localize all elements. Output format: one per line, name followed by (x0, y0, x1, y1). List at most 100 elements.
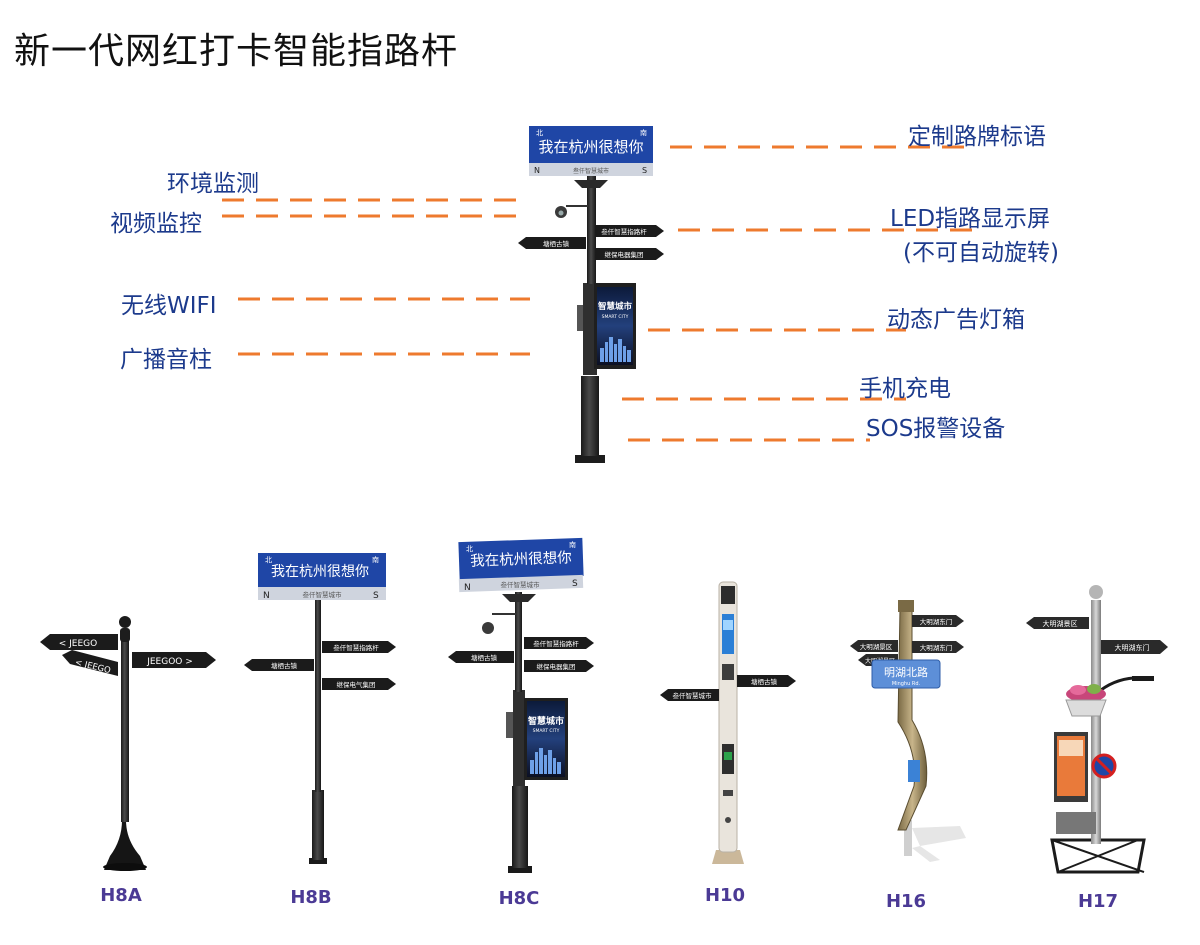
main-pole-lower (581, 376, 599, 456)
h8c-camera-icon (482, 613, 516, 634)
main-arrow-sign-2: 塘栖古镇 (518, 237, 586, 249)
h17-finial (1089, 585, 1103, 599)
h16-arrow-3: 大明湖东门 (912, 641, 964, 653)
main-ad-skyline (600, 337, 631, 362)
main-top-sign-strip (529, 163, 653, 176)
main-pole-base (575, 455, 605, 463)
svg-text:北: 北 (265, 556, 272, 564)
h17-arrow-2: 大明湖东门 (1101, 640, 1168, 654)
main-sign-south-mark: 南 (640, 128, 647, 137)
h8b-arrow-3: 继保电气集团 (322, 678, 396, 690)
h8c-pole-upper (515, 592, 522, 692)
main-pole: 我在杭州很想你 北 南 N S 叁仟智慧城市 叁仟智慧指路杆 塘栖古镇 继保电器… (518, 126, 664, 463)
svg-text:大明湖景区: 大明湖景区 (1043, 619, 1078, 628)
h8c-arrow-3: 继保电器集团 (524, 660, 594, 672)
label-led-note: (不可自动旋转) (903, 240, 1059, 266)
model-label-h17: H17 (1077, 891, 1119, 912)
svg-text:塘栖古镇: 塘栖古镇 (471, 653, 498, 662)
h16-arrow-1: 大明湖东门 (912, 615, 964, 627)
svg-text:继保电器集团: 继保电器集团 (537, 662, 576, 671)
model-h16-illustration: 大明湖东门 大明湖景区 大明湖东门 大明湖景区 明湖北路 Minghu Rd. (850, 600, 966, 862)
svg-text:N: N (464, 583, 471, 593)
h17-pole (1091, 600, 1101, 844)
h8a-arrow-3: JEEGOO > (132, 652, 216, 668)
h10-arrow-1: 叁仟智慧城市 (660, 689, 719, 701)
model-label-h16: H16 (885, 891, 927, 912)
svg-text:叁仟智慧城市: 叁仟智慧城市 (303, 590, 343, 599)
svg-text:S: S (373, 591, 379, 601)
svg-text:北: 北 (466, 545, 473, 553)
model-label-h8b: H8B (290, 887, 332, 908)
svg-text:智慧城市: 智慧城市 (528, 715, 564, 727)
label-phone-charging: 手机充电 (859, 376, 951, 402)
h16-arrow-2: 大明湖景区 (850, 640, 898, 652)
main-pole-upper (587, 176, 596, 284)
label-dynamic-ad-box: 动态广告灯箱 (887, 307, 1025, 333)
model-h17-illustration: 大明湖景区 大明湖东门 (1026, 585, 1168, 874)
h8c-pole-lower (512, 786, 528, 868)
camera-icon (555, 205, 588, 218)
h8c-arrow-2: 塘栖古镇 (448, 651, 514, 663)
model-h8a-illustration: < JEEGO < JEEGO JEEGOO > (40, 616, 216, 871)
label-environment-monitoring: 环境监测 (167, 171, 259, 197)
h8c-top-sign (458, 537, 584, 581)
main-top-sign (529, 126, 653, 165)
svg-text:南: 南 (372, 555, 379, 564)
main-pole-bracket (574, 180, 608, 188)
main-sign-n-letter: N (534, 166, 540, 175)
svg-text:S: S (572, 579, 578, 589)
main-sign-strip-text: 叁仟智慧城市 (573, 167, 609, 175)
leader-lines (222, 145, 974, 442)
svg-text:叁仟智慧指路杆: 叁仟智慧指路杆 (333, 643, 379, 652)
main-ad-subtitle: SMART CITY (602, 314, 629, 320)
h8a-arrow-2: < JEEGO (62, 650, 118, 676)
svg-text:塘栖古镇: 塘栖古镇 (751, 677, 778, 686)
svg-text:我在杭州很想你: 我在杭州很想你 (470, 549, 572, 570)
h8b-arrow-2: 塘栖古镇 (244, 659, 314, 671)
label-video-surveillance: 视频监控 (110, 211, 202, 237)
main-pole-cabinet (583, 283, 597, 375)
svg-text:大明湖东门: 大明湖东门 (920, 617, 953, 626)
model-label-h8a: H8A (100, 885, 142, 906)
svg-text:叁仟智慧城市: 叁仟智慧城市 (501, 580, 541, 589)
main-ad-title: 智慧城市 (597, 301, 633, 312)
svg-text:SMART CITY: SMART CITY (533, 728, 560, 734)
h16-shadow (912, 826, 966, 862)
main-sign-north-mark: 北 (536, 129, 543, 137)
model-h10-illustration: 叁仟智慧城市 塘栖古镇 (660, 581, 796, 864)
h8b-pole-lower (312, 790, 324, 860)
label-broadcast-speaker: 广播音柱 (120, 347, 212, 373)
svg-text:叁仟智慧指路杆: 叁仟智慧指路杆 (601, 227, 647, 236)
svg-text:大明湖东门: 大明湖东门 (1115, 643, 1150, 652)
label-custom-signage: 定制路牌标语 (908, 124, 1046, 150)
svg-text:< JEEGO: < JEEGO (59, 639, 98, 649)
h8b-pole-upper (315, 600, 321, 792)
svg-text:Minghu Rd.: Minghu Rd. (892, 681, 921, 687)
label-sos-alarm: SOS报警设备 (866, 416, 1006, 442)
page-title: 新一代网红打卡智能指路杆 (14, 31, 459, 72)
svg-text:继保电器集团: 继保电器集团 (605, 250, 644, 259)
svg-text:N: N (263, 591, 270, 601)
h8c-arrow-1: 叁仟智慧指路杆 (524, 637, 594, 649)
model-label-h10: H10 (704, 885, 746, 906)
h17-flower-basket (1065, 684, 1107, 717)
svg-text:大明湖东门: 大明湖东门 (920, 643, 953, 652)
main-arrow-sign-3: 继保电器集团 (596, 248, 664, 260)
h8a-base (104, 820, 146, 870)
svg-text:明湖北路: 明湖北路 (884, 666, 928, 679)
h10-arrow-2: 塘栖古镇 (737, 675, 796, 687)
svg-text:JEEGOO >: JEEGOO > (146, 657, 193, 667)
h8a-arrow-1: < JEEGO (40, 634, 118, 650)
svg-text:塘栖古镇: 塘栖古镇 (271, 661, 298, 670)
h8b-arrow-1: 叁仟智慧指路杆 (322, 641, 396, 653)
main-sign-text: 我在杭州很想你 (538, 138, 643, 156)
svg-text:塘栖古镇: 塘栖古镇 (543, 239, 570, 248)
svg-text:大明湖景区: 大明湖景区 (860, 642, 893, 651)
label-wireless-wifi: 无线WIFI (121, 293, 217, 319)
model-label-h8c: H8C (498, 888, 540, 909)
model-h8b-illustration: 我在杭州很想你 北 南 N S 叁仟智慧城市 叁仟智慧指路杆 塘栖古镇 继保电气… (244, 553, 396, 864)
charging-module (577, 305, 583, 331)
svg-text:我在杭州很想你: 我在杭州很想你 (271, 564, 369, 580)
h8c-cabinet (513, 690, 525, 786)
